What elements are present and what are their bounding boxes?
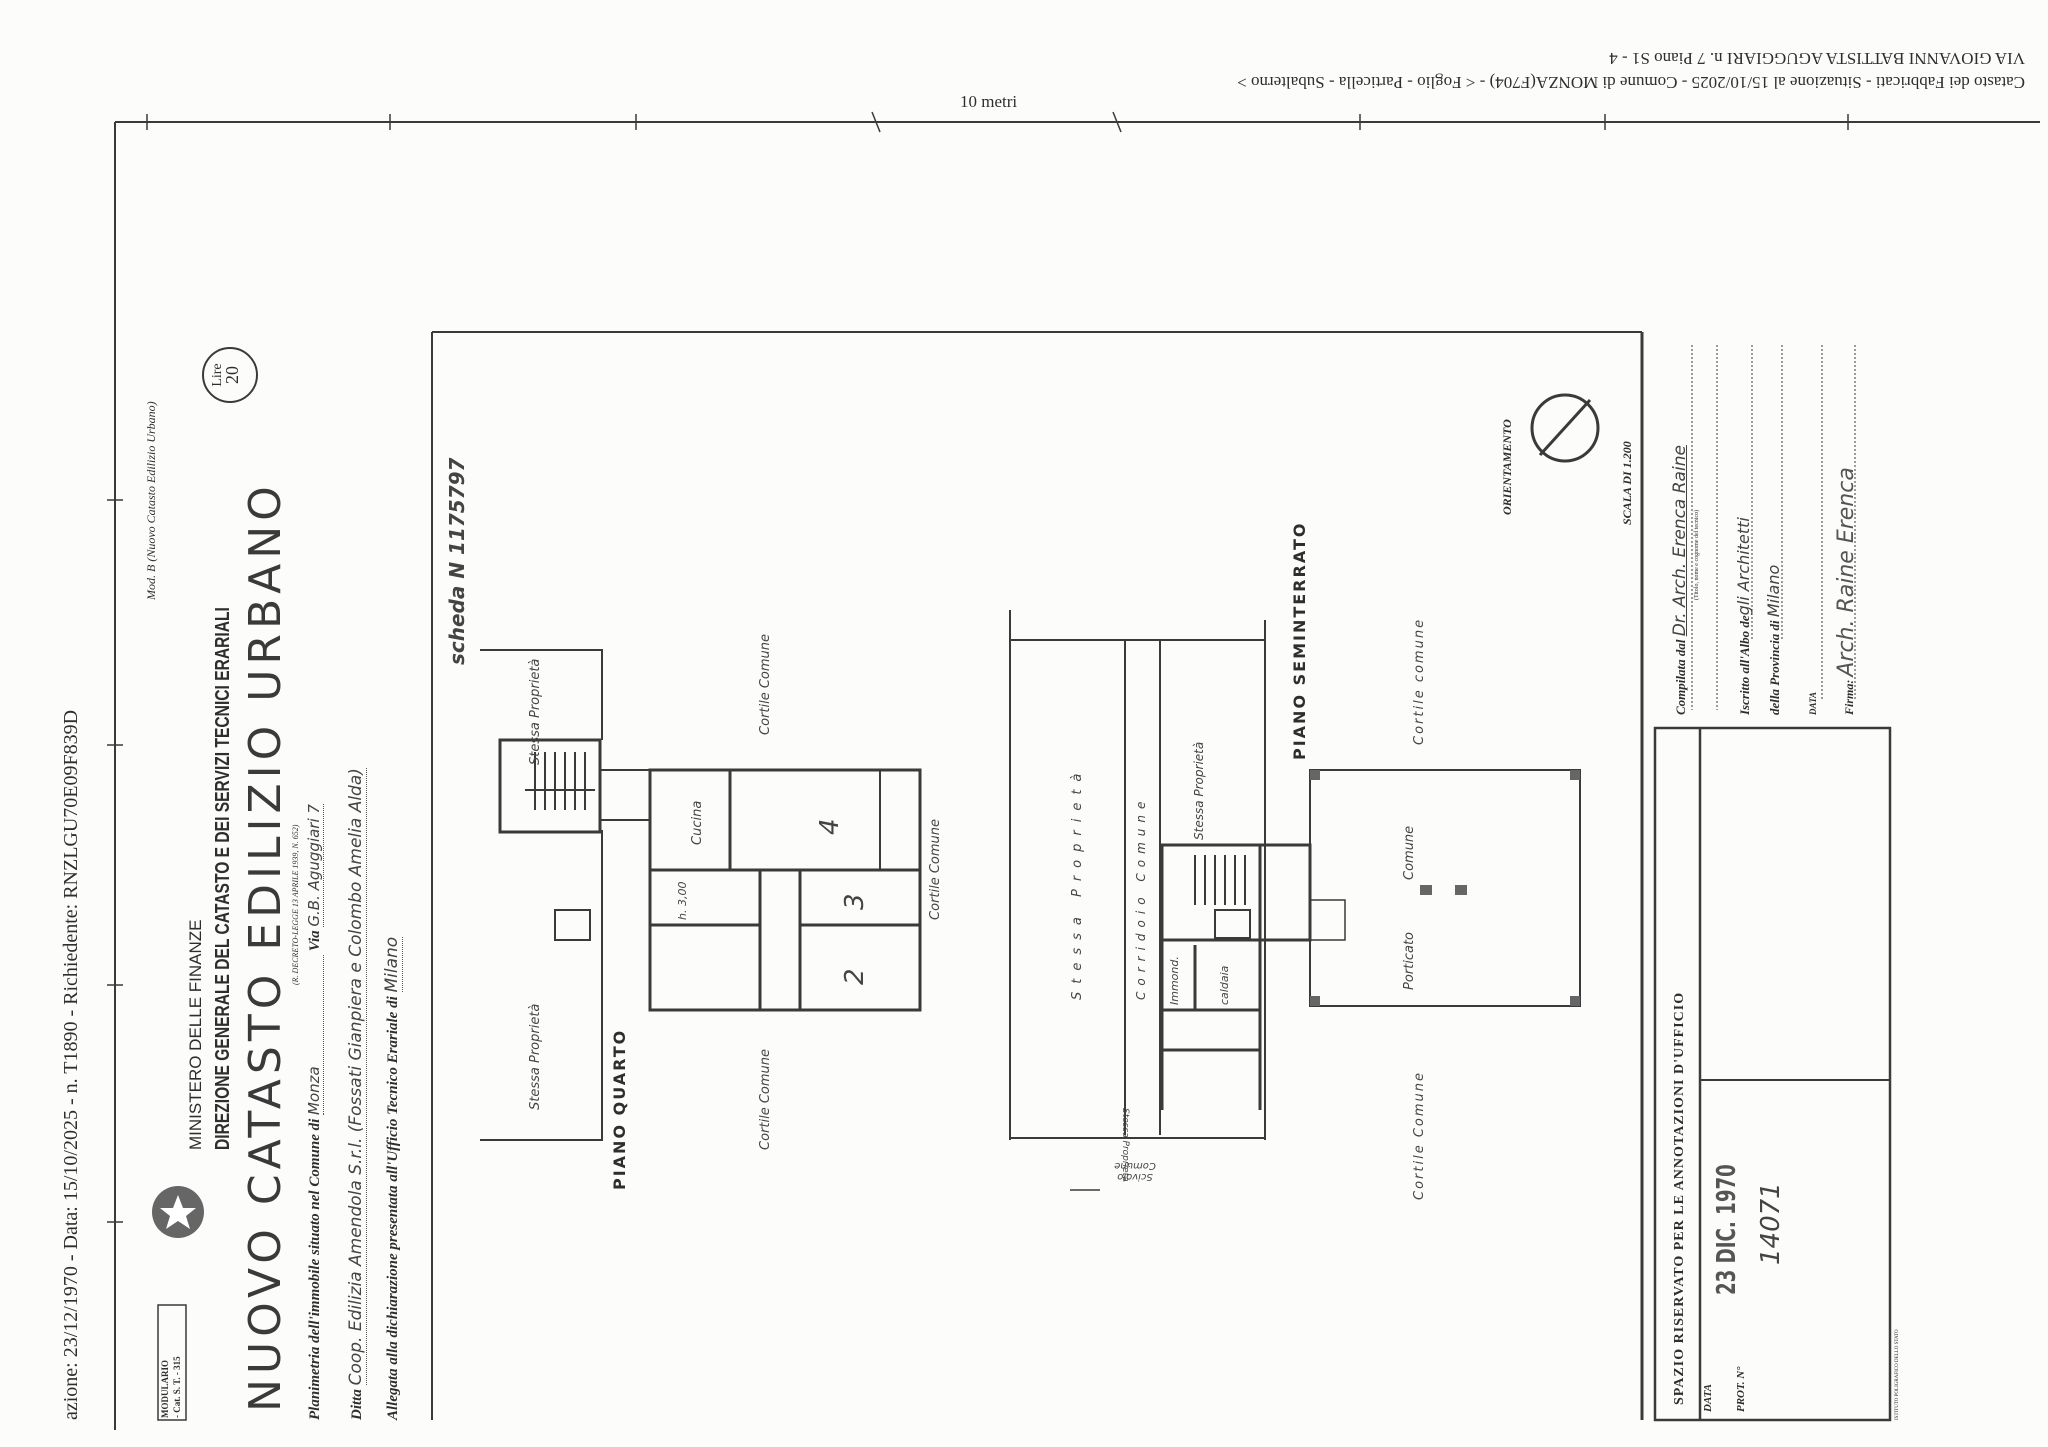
ps-label: caldaia	[1218, 965, 1231, 1005]
modulario: MODULARIO - Cat. S. T. - 315	[159, 1356, 183, 1418]
star-icon	[160, 1195, 196, 1229]
scheda-number: scheda N 1175797	[445, 457, 469, 665]
ps-label: Stessa Proprietà	[1070, 765, 1085, 1000]
ps-label: Porticato	[1402, 931, 1417, 990]
model-label: Mod. B (Nuovo Catasto Edilizio Urbano)	[144, 401, 158, 600]
header-address: VIA GIOVANNI BATTISTA AGUGGIARI n. 7 Pia…	[1609, 49, 2025, 68]
scale-label: 10 metri	[960, 92, 1018, 111]
ministry: MINISTERO DELLE FINANZE	[186, 919, 205, 1150]
compilata-line: Compilata dal Dr. Arch. Erenca Raine	[1670, 445, 1690, 715]
orientamento-label: ORIENTAMENTO	[1500, 419, 1514, 515]
prot-number: 14071	[1756, 1182, 1786, 1265]
via-label: Via	[307, 930, 323, 952]
firma-label: Firma:	[1842, 679, 1856, 715]
scivolo-label: Scivolo Comune	[1114, 1160, 1156, 1182]
pq-label: Cortile Comune	[758, 634, 773, 735]
pq-label: Cortile Comune	[758, 1049, 773, 1150]
price-value: 20	[222, 366, 242, 384]
provincia-value: Milano	[1764, 564, 1783, 618]
page-title: NUOVO CATASTO EDILIZIO URBANO	[240, 481, 291, 1412]
piano-seminterrato-title: PIANO SEMINTERRATO	[1290, 521, 1309, 760]
iscritto-label: Iscritto all'Albo de	[1737, 615, 1752, 715]
via-value: G.B. Aguggiari 7	[305, 804, 324, 927]
ps-label: Comune	[1402, 825, 1417, 880]
room-number: 2	[840, 968, 870, 985]
planimetria-label: Planimetria dell'immobile situato nel Co…	[307, 1118, 323, 1420]
pq-label: Stessa Proprietà	[528, 1003, 543, 1110]
ps-label: Stessa Proprietà	[1192, 741, 1206, 840]
ditta-value: Coop. Edilizia Amendola S.r.l. (Fossati …	[346, 768, 367, 1386]
albo-value: gli Architetti	[1734, 517, 1753, 616]
compilata-value: Dr. Arch. Erenca Raine	[1670, 445, 1690, 637]
direction: DIREZIONE GENERALE DEL CATASTO E DEI SER…	[212, 607, 234, 1150]
room-number: 4	[815, 818, 845, 835]
comune-value: Monza	[305, 954, 324, 1115]
ps-label: Immond.	[1168, 956, 1181, 1005]
signature: Arch. Raine Erenca	[1834, 467, 1859, 677]
piano-quarto-title: PIANO QUARTO	[610, 1028, 629, 1190]
pq-label: Cortile Comune	[928, 819, 943, 920]
office-date-label: DATA	[1702, 1383, 1714, 1412]
pq-label: h. 3,00	[676, 881, 689, 920]
modulario-sub: - Cat. S. T. - 315	[172, 1356, 182, 1418]
decree: (R. DECRETO-LEGGE 13 APRILE 1939, N. 652…	[291, 824, 300, 985]
provincia-label: della Provincia di	[1767, 620, 1782, 715]
firma-line: Firma: Arch. Raine Erenca	[1834, 467, 1859, 715]
printer-mark: ISTITUTO POLIGRAFICO DELLO STATO	[1895, 1329, 1900, 1420]
compiler-date-label: DATA	[1808, 691, 1818, 715]
scale-text: SCALA DI 1.200	[1620, 441, 1634, 525]
prot-label: PROT. N°	[1735, 1366, 1747, 1412]
ufficio-value: Milano	[382, 936, 403, 993]
room-number: 3	[840, 893, 870, 910]
ditta-line: Ditta Coop. Edilizia Amendola S.r.l. (Fo…	[346, 768, 367, 1420]
ps-label: Cortile Comune	[1412, 1071, 1427, 1200]
allegata-line: Allegata alla dichiarazione presentata a…	[382, 936, 403, 1420]
planimetria-line: Planimetria dell'immobile situato nel Co…	[305, 804, 324, 1420]
price-stamp: Lire 20	[210, 355, 242, 395]
compilata-hint: (Titolo, nome e cognome del tecnico)	[1694, 509, 1700, 600]
provincia-line: della Provincia di Milano	[1764, 565, 1783, 715]
iscritto-line: Iscritto all'Albo degli Architetti	[1734, 517, 1753, 715]
side-strip: azione: 23/12/1970 - Data: 15/10/2025 - …	[60, 709, 82, 1420]
price-stamp-circle	[202, 347, 258, 403]
ps-label: Corridoio Comune	[1134, 795, 1148, 1000]
office-title: SPAZIO RISERVATO PER LE ANNOTAZIONI D'UF…	[1672, 991, 1687, 1405]
pq-label: Cucina	[690, 800, 705, 845]
header-situazione: Catasto dei Fabbricati - Situazione al 1…	[1237, 73, 2025, 92]
date-stamp: 23 DIC. 1970	[1712, 1164, 1742, 1295]
allegata-label: Allegata alla dichiarazione presentata a…	[385, 996, 401, 1420]
ps-label: Cortile comune	[1412, 617, 1427, 745]
compilata-label: Compilata dal	[1673, 639, 1688, 715]
compass-icon	[1530, 393, 1600, 463]
ditta-label: Ditta	[349, 1389, 365, 1420]
modulario-label: MODULARIO	[160, 1360, 170, 1418]
header-strip: Catasto dei Fabbricati - Situazione al 1…	[1215, 46, 2025, 94]
pq-label: Stessa Proprietà	[528, 658, 543, 765]
